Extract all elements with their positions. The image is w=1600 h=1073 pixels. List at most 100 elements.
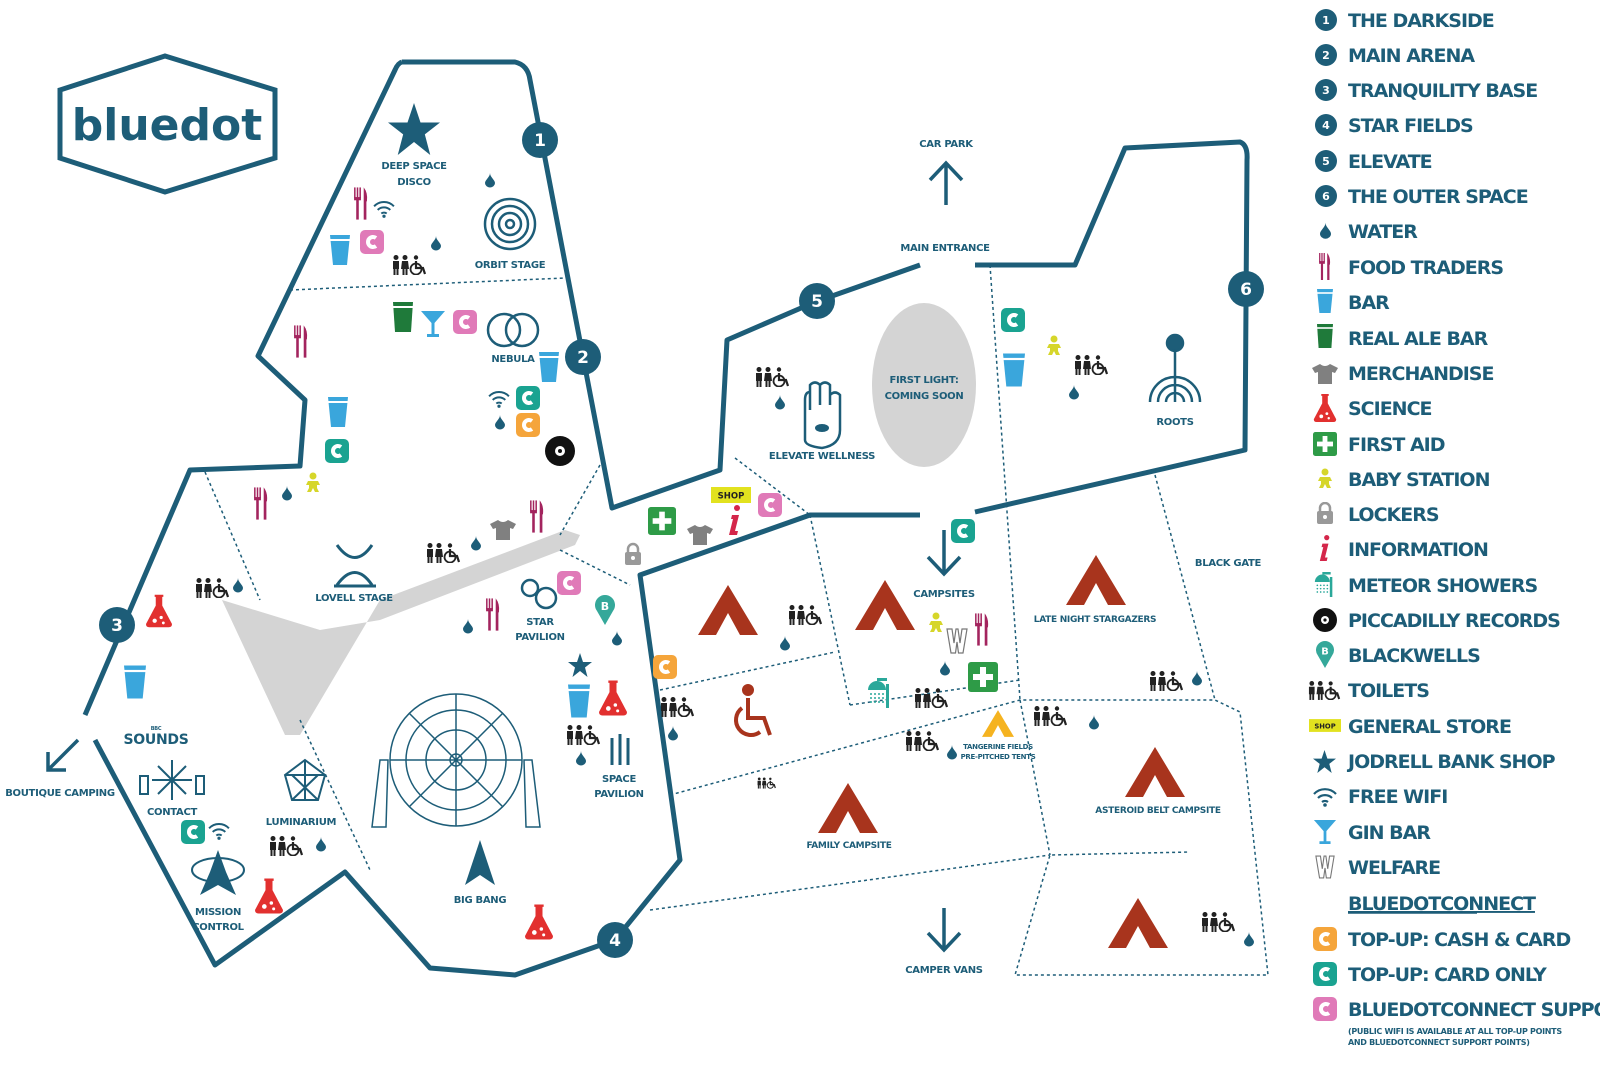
water-drop-icon — [282, 486, 292, 501]
svg-text:FIRST AID: FIRST AID — [1348, 434, 1445, 456]
family-campsite-tent-icon — [818, 783, 878, 833]
zone-5-marker[interactable]: 5 — [799, 283, 835, 319]
label-camper-vans: CAMPER VANS — [905, 965, 983, 976]
label-luminarium: LUMINARIUM — [266, 817, 337, 828]
zone-6-marker[interactable]: 6 — [1228, 271, 1264, 307]
legend-connect-heading: BLUEDOTCONNECT — [1348, 893, 1536, 915]
merchandise-icon — [687, 525, 713, 545]
pint-icon — [1317, 324, 1333, 348]
svg-text:REAL ALE BAR: REAL ALE BAR — [1348, 328, 1489, 350]
bar-cup-icon — [1003, 353, 1025, 387]
label-first-light-2: COMING SOON — [885, 391, 964, 402]
merchandise-icon — [490, 520, 516, 540]
number-6-icon — [1315, 185, 1337, 207]
label-nebula: NEBULA — [491, 354, 535, 365]
label-orbit-stage: ORBIT STAGE — [475, 260, 546, 271]
svg-text:2: 2 — [577, 348, 589, 368]
label-space-pavilion: SPACE — [602, 774, 636, 785]
shower-icon — [1314, 572, 1333, 597]
science-icon — [255, 878, 283, 914]
logo-text: bluedot — [72, 100, 263, 151]
luminarium-icon — [283, 758, 327, 801]
water-drop-icon — [463, 619, 473, 634]
map-pin-b-icon — [1316, 641, 1334, 668]
first-aid-icon — [648, 507, 676, 535]
water-drop-icon — [1089, 715, 1099, 730]
elevate-wellness-hand-icon — [803, 381, 842, 450]
jodrell-bank-shop-icon — [568, 653, 592, 677]
campsite-tent-icon — [698, 585, 758, 635]
star-icon — [1313, 750, 1336, 773]
toilets-icon — [392, 255, 427, 275]
label-mission-control: MISSION — [195, 907, 241, 918]
lake — [222, 530, 580, 735]
contact-icon — [139, 760, 205, 800]
label-contact: CONTACT — [147, 807, 198, 818]
water-drop-icon — [775, 395, 785, 410]
toilets-icon — [195, 578, 230, 598]
real-ale-icon — [393, 302, 413, 332]
label-black-gate: BLACK GATE — [1195, 558, 1262, 569]
label-boutique-camping: BOUTIQUE CAMPING — [5, 788, 115, 799]
late-night-stargazers-tent-icon — [1066, 555, 1126, 605]
label-asteroid-belt: ASTEROID BELT CAMPSITE — [1095, 806, 1221, 816]
toilets-icon — [660, 697, 695, 717]
cocktail-glass-icon — [1313, 820, 1337, 844]
toilets-icon — [426, 543, 461, 563]
c-badge-teal-icon — [516, 386, 540, 410]
legend-note-2: AND BLUEDOTCONNECT SUPPORT POINTS) — [1348, 1038, 1530, 1047]
c-badge-orange-icon — [653, 655, 677, 679]
blackwells-icon — [595, 595, 615, 625]
zone-2-marker[interactable]: 2 — [565, 339, 601, 375]
information-icon — [729, 505, 740, 535]
label-family-campsite: FAMILY CAMPSITE — [806, 841, 891, 851]
science-icon — [599, 680, 627, 716]
label-campsites: CAMPSITES — [913, 589, 975, 600]
baby-station-icon — [1047, 335, 1061, 355]
number-2-icon — [1315, 44, 1337, 66]
food-icon — [254, 487, 268, 520]
label-bbc: BBC — [151, 726, 162, 732]
toilets-icon — [788, 605, 823, 625]
svg-text:2: 2 — [1322, 49, 1330, 62]
first-aid-icon — [968, 662, 998, 692]
label-elevate-wellness: ELEVATE WELLNESS — [769, 451, 875, 462]
legend-item-piccadilly-records: PICCADILLY RECORDS — [1313, 608, 1561, 632]
zone-dividers — [204, 264, 1269, 976]
label-lovell-stage: LOVELL STAGE — [315, 593, 393, 604]
general-store-icon — [711, 487, 751, 503]
roots-icon — [1148, 333, 1202, 403]
label-star-pavilion-2: PAVILION — [515, 632, 565, 643]
water-drop-icon — [1320, 222, 1331, 239]
svg-text:GENERAL STORE: GENERAL STORE — [1348, 716, 1511, 738]
legend-item-topup-card-only: TOP-UP: CARD ONLY — [1313, 962, 1548, 986]
legend-item-water: WATER — [1320, 221, 1419, 243]
t-shirt-icon — [1312, 364, 1338, 384]
toilets-icon — [1201, 912, 1236, 932]
space-pavilion-icon — [610, 734, 630, 765]
c-badge-teal-icon — [1313, 962, 1337, 986]
label-late-night-stargazers: LATE NIGHT STARGAZERS — [1034, 615, 1156, 625]
zone-4-marker[interactable]: 4 — [597, 922, 633, 958]
c-badge-teal-icon — [951, 519, 975, 543]
mission-control-icon — [191, 850, 245, 895]
label-deep-space-disco-2: DISCO — [397, 177, 431, 188]
tangerine-fields-tent-icon — [982, 710, 1014, 737]
cup-icon — [1317, 289, 1333, 313]
water-drop-icon — [485, 173, 495, 188]
label-big-bang: BIG BANG — [454, 895, 507, 906]
svg-text:TOP-UP: CARD ONLY: TOP-UP: CARD ONLY — [1348, 964, 1547, 986]
svg-text:FOOD TRADERS: FOOD TRADERS — [1348, 257, 1503, 279]
water-drop-icon — [668, 726, 678, 741]
c-badge-pink-icon — [360, 230, 384, 254]
svg-text:5: 5 — [1322, 155, 1330, 168]
camper-vans-arrow-icon — [926, 908, 962, 953]
zone-3-marker[interactable]: 3 — [99, 607, 135, 643]
c-badge-pink-icon — [758, 493, 782, 517]
zone-1-marker[interactable]: 1 — [522, 122, 558, 158]
w-letter-icon — [1315, 855, 1335, 879]
svg-text:ELEVATE: ELEVATE — [1348, 151, 1432, 173]
